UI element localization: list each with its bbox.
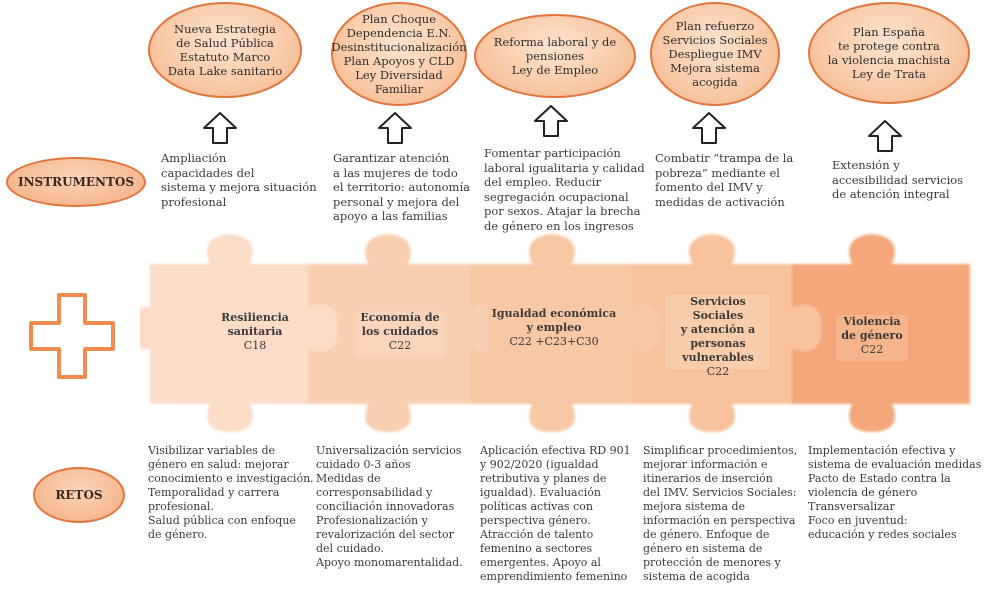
instrumentos-label: INSTRUMENTOS	[6, 157, 146, 207]
up-arrow-icon	[378, 112, 412, 144]
puzzle-label-igualdad: Igualdad económica y empleo C22 +C23+C30	[488, 307, 620, 353]
reto-text-igualdad: Aplicación efectiva RD 901 y 902/2020 (i…	[480, 444, 631, 583]
instrument-text: Plan refuerzo Servicios Sociales Desplie…	[662, 19, 768, 89]
instrument-text: Nueva Estrategia de Salud Pública Estatu…	[167, 22, 283, 78]
instrument-text: Plan Choque Dependencia E.N. Desinstituc…	[331, 12, 467, 96]
puzzle-label-resiliencia: Resiliencia sanitaria C18	[209, 311, 301, 357]
objective-text-violencia: Extensión y accesibilidad servicios de a…	[832, 158, 964, 201]
instrument-ellipse-empleo: Reforma laboral y de pensiones Ley de Em…	[474, 14, 636, 98]
instrument-text: Plan España te protege contra la violenc…	[827, 25, 951, 81]
instrument-text: Reforma laboral y de pensiones Ley de Em…	[493, 35, 617, 77]
retos-label: RETOS	[33, 467, 125, 523]
reto-text-servicios: Simplificar procedimientos, mejorar info…	[643, 444, 798, 583]
instrument-ellipse-salud: Nueva Estrategia de Salud Pública Estatu…	[148, 2, 302, 98]
up-arrow-icon	[868, 120, 902, 152]
puzzle-label-cuidados: Economía de los cuidados C22	[355, 311, 445, 357]
puzzle-label-violencia: Violencia de género C22	[836, 315, 908, 361]
objective-text-servicios: Combatir “trampa de la pobreza” mediante…	[655, 151, 794, 209]
puzzle-label-servicios: Servicios Sociales y atención a personas…	[666, 295, 770, 378]
instrument-ellipse-violencia: Plan España te protege contra la violenc…	[808, 2, 970, 104]
reto-text-salud: Visibilizar variables de género en salud…	[148, 444, 314, 541]
instrument-ellipse-servicios: Plan refuerzo Servicios Sociales Desplie…	[650, 2, 780, 106]
reto-text-cuidados: Universalización servicios cuidado 0-3 a…	[316, 444, 463, 569]
plus-icon	[29, 293, 115, 379]
reto-text-violencia: Implementación efectiva y sistema de eva…	[808, 444, 982, 541]
up-arrow-icon	[203, 112, 237, 144]
objective-text-empleo: Fomentar participación laboral igualitar…	[484, 146, 645, 233]
objective-text-salud: Ampliación capacidades del sistema y mej…	[161, 151, 317, 209]
up-arrow-icon	[534, 105, 568, 137]
objective-text-cuidados: Garantizar atención a las mujeres de tod…	[333, 151, 470, 223]
up-arrow-icon	[692, 112, 726, 144]
instrument-ellipse-cuidados: Plan Choque Dependencia E.N. Desinstituc…	[331, 2, 467, 106]
